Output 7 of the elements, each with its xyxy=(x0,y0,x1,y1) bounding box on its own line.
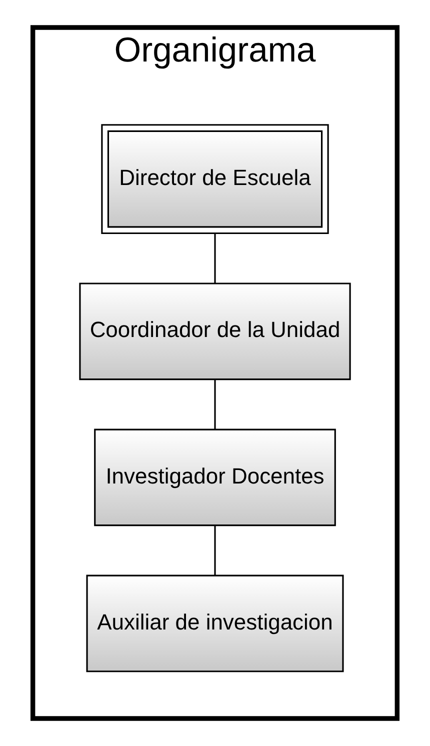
connector xyxy=(214,525,216,576)
node-box: Coordinador de la Unidad xyxy=(79,282,351,380)
connector xyxy=(214,379,216,430)
connector xyxy=(214,234,216,284)
node-box: Auxiliar de investigacion xyxy=(86,574,344,672)
node-box: Investigador Docentes xyxy=(94,428,336,526)
node-box: Director de Escuela xyxy=(101,124,329,234)
